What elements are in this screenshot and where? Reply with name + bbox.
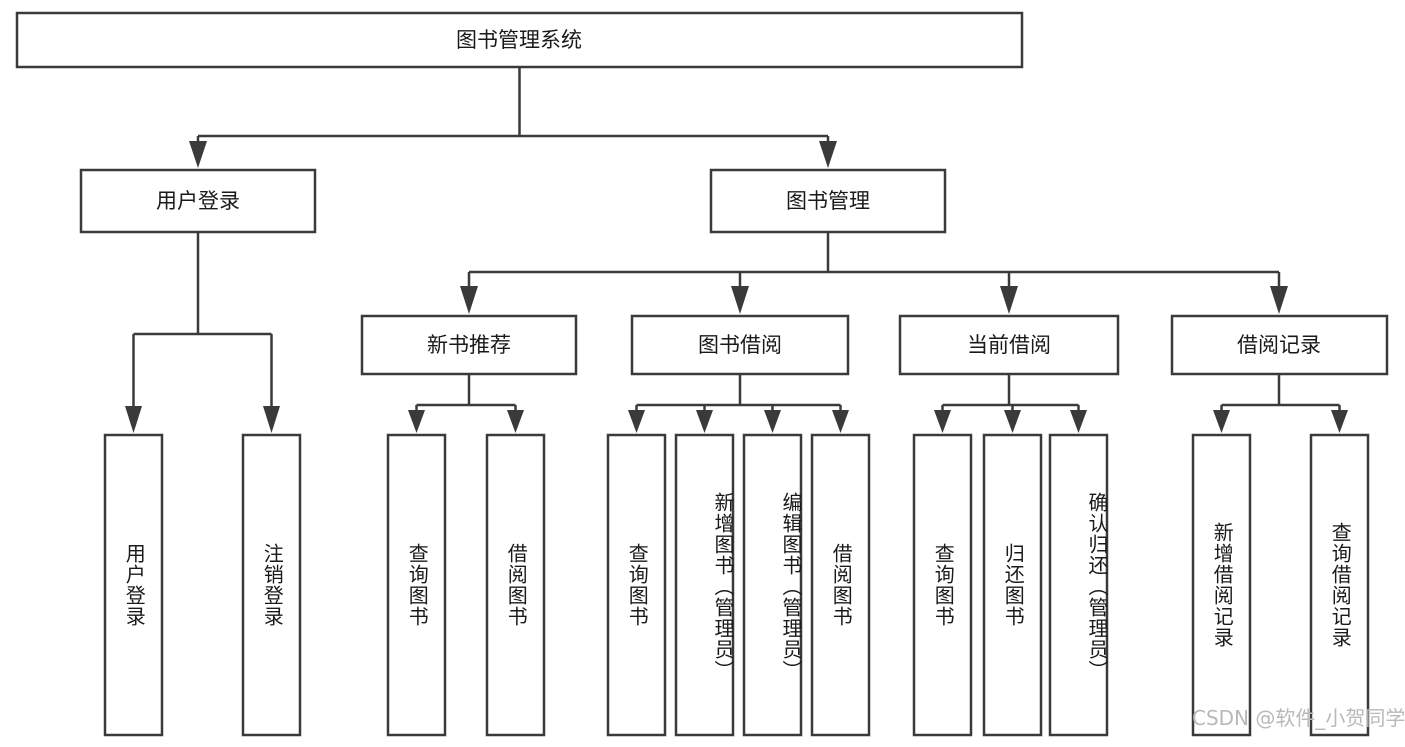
node-leaf-user-login-box[interactable]: [103, 433, 164, 737]
arrow-head-icon: [1270, 286, 1288, 314]
arrow-head-icon: [819, 141, 837, 168]
node-root[interactable]: 图书管理系统: [15, 11, 1024, 69]
arrow-head-icon: [1000, 286, 1018, 314]
arrow-head-icon: [189, 141, 207, 168]
node-book-borrow-label: 图书借阅: [698, 333, 782, 357]
node-leaf-bb-edit-book-box[interactable]: [742, 433, 803, 737]
csdn-watermark: CSDN @软件_小贺同学: [1192, 706, 1405, 730]
node-borrow-record-box[interactable]: [1170, 314, 1389, 376]
arrow-head-icon: [731, 286, 749, 314]
node-user-login[interactable]: 用户登录: [79, 168, 317, 234]
node-leaf-cb-return-book-box[interactable]: [982, 433, 1043, 737]
connector-root-to-level2: [189, 67, 837, 168]
node-borrow-record[interactable]: 借阅记录: [1170, 314, 1389, 376]
arrow-head-icon: [1331, 410, 1348, 433]
node-new-book-rec[interactable]: 新书推荐: [360, 314, 578, 376]
node-root-box[interactable]: [15, 11, 1024, 69]
node-user-login-label: 用户登录: [156, 189, 240, 213]
connector-newbookrec-to-leaves: [408, 374, 524, 433]
node-current-borrow-box[interactable]: [898, 314, 1120, 376]
node-borrow-record-label: 借阅记录: [1237, 333, 1321, 357]
connector-bookmanage-to-level3: [460, 232, 1288, 314]
node-leaf-br-query-record-box[interactable]: [1309, 433, 1370, 737]
node-book-borrow[interactable]: 图书借阅: [630, 314, 850, 376]
node-current-borrow-label: 当前借阅: [967, 333, 1051, 357]
node-leaf-rec-borrow-book-box[interactable]: [485, 433, 546, 737]
node-leaf-rec-query-book-box[interactable]: [386, 433, 447, 737]
node-book-manage-box[interactable]: [709, 168, 947, 234]
arrow-head-icon: [934, 410, 951, 433]
connector-bookborrow-to-leaves: [628, 374, 849, 433]
arrow-head-icon: [764, 410, 781, 433]
arrow-head-icon: [628, 410, 645, 433]
node-leaf-cb-confirm-return-box[interactable]: [1048, 433, 1109, 737]
node-leaf-bb-query-book-box[interactable]: [606, 433, 667, 737]
connector-borrowrecord-to-leaves: [1213, 374, 1348, 433]
node-root-label: 图书管理系统: [456, 28, 582, 52]
node-book-borrow-box[interactable]: [630, 314, 850, 376]
arrow-head-icon: [507, 410, 524, 433]
arrow-head-icon: [832, 410, 849, 433]
arrow-head-icon: [125, 406, 142, 433]
arrow-head-icon: [1213, 410, 1230, 433]
arrow-head-icon: [696, 410, 713, 433]
arrow-head-icon: [1004, 410, 1021, 433]
node-leaf-bb-add-book-box[interactable]: [674, 433, 735, 737]
node-leaf-br-add-record-box[interactable]: [1191, 433, 1252, 737]
node-book-manage[interactable]: 图书管理: [709, 168, 947, 234]
arrow-head-icon: [460, 286, 478, 314]
node-new-book-rec-box[interactable]: [360, 314, 578, 376]
arrow-head-icon: [1070, 410, 1087, 433]
node-leaf-user-logout-box[interactable]: [241, 433, 302, 737]
node-user-login-box[interactable]: [79, 168, 317, 234]
arrow-head-icon: [408, 410, 425, 433]
arrow-head-icon: [263, 406, 280, 433]
node-leaf-bb-borrow-book-box[interactable]: [810, 433, 871, 737]
node-new-book-rec-label: 新书推荐: [427, 333, 511, 357]
connector-userlogin-to-leaves: [125, 232, 280, 433]
node-current-borrow[interactable]: 当前借阅: [898, 314, 1120, 376]
node-book-manage-label: 图书管理: [786, 189, 870, 213]
connector-currentborrow-to-leaves: [934, 374, 1087, 433]
node-leaf-cb-query-book-box[interactable]: [912, 433, 973, 737]
